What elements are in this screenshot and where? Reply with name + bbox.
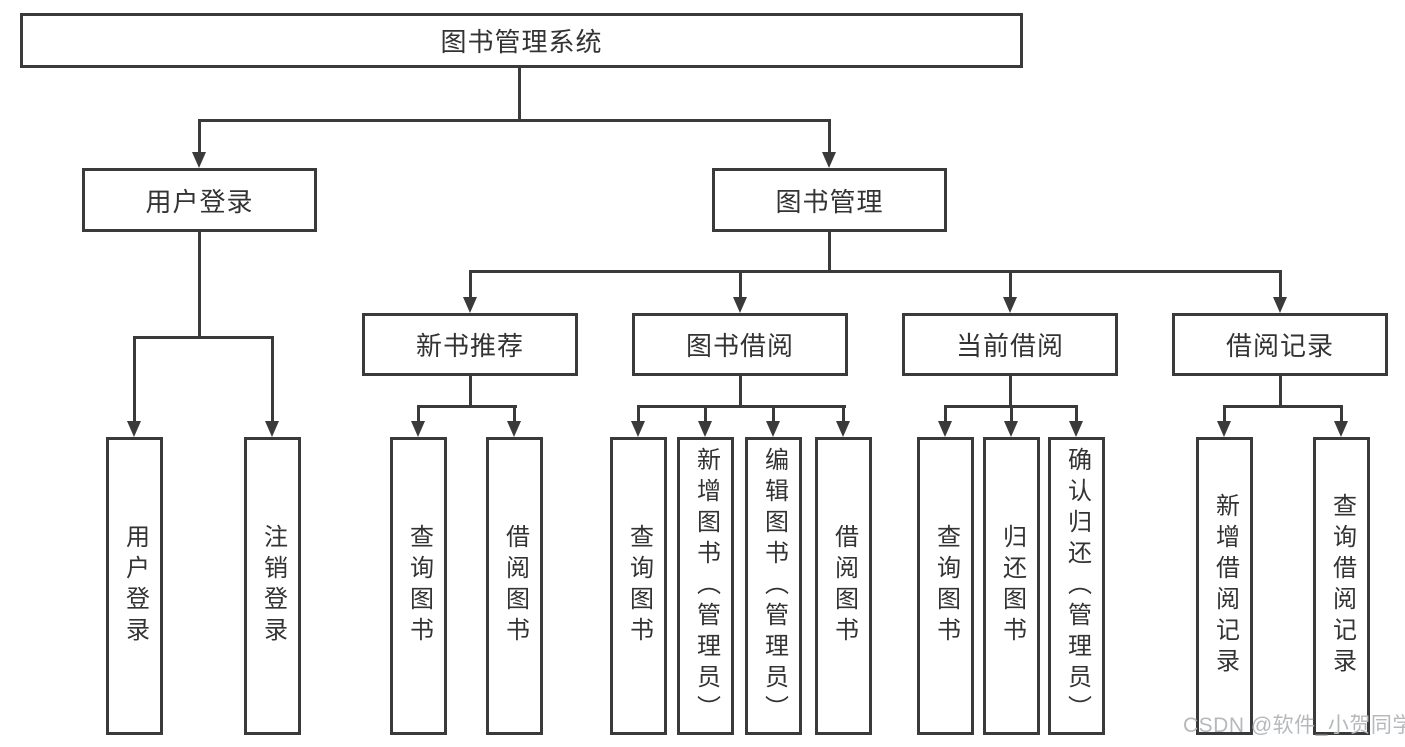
connector-stub (828, 119, 831, 152)
connector-arrowhead (698, 421, 712, 437)
leaf-borrow-books-borrowing: 借阅图书 (815, 437, 872, 735)
connector-arrowhead (1069, 421, 1083, 437)
connector-stub (1010, 405, 1013, 421)
leaf-label: 查询图书 (625, 524, 653, 648)
leaf-user-login: 用户登录 (106, 437, 163, 735)
leaf-add-borrow-record: 新增借阅记录 (1196, 437, 1253, 735)
connector-bookmgmt-vertical (828, 232, 831, 270)
connector-arrowhead (192, 152, 206, 168)
connector-stub (739, 270, 742, 297)
connector-stub (637, 405, 640, 421)
csdn-watermark: CSDN @软件_小贺同学 (1183, 714, 1405, 737)
connector-stub (198, 119, 201, 152)
leaf-label: 注销登录 (259, 524, 287, 648)
leaf-query-borrow-record: 查询借阅记录 (1313, 437, 1370, 735)
leaf-label: 借阅图书 (830, 524, 858, 648)
connector-userlogin-horizontal (133, 336, 274, 339)
leaf-label: 新增借阅记录 (1211, 493, 1239, 679)
leaf-label: 用户登录 (121, 524, 149, 648)
connector-stub (704, 405, 707, 421)
connector-vertical (1009, 376, 1012, 405)
connector-arrowhead (1004, 421, 1018, 437)
connector-horizontal (417, 405, 517, 408)
leaf-label: 新增图书（管理员） (692, 446, 720, 726)
connector-arrowhead (411, 421, 425, 437)
connector-arrowhead (1334, 421, 1348, 437)
connector-stub (1075, 405, 1078, 421)
leaf-label: 查询图书 (932, 524, 960, 648)
connector-arrowhead (1003, 297, 1017, 313)
leaf-return-book: 归还图书 (983, 437, 1040, 735)
leaf-edit-book-admin: 编辑图书（管理员） (745, 437, 802, 735)
connector-stub (1009, 270, 1012, 297)
leaf-label: 查询借阅记录 (1328, 493, 1356, 679)
node-book-management: 图书管理 (712, 168, 947, 232)
connector-stub (417, 405, 420, 421)
connector-arrowhead (1217, 421, 1231, 437)
leaf-query-books-recommend: 查询图书 (390, 437, 447, 735)
connector-vertical (739, 376, 742, 405)
node-borrowing-records: 借阅记录 (1172, 313, 1388, 376)
connector-level1-horizontal (198, 119, 831, 122)
node-current-borrowing: 当前借阅 (902, 313, 1118, 376)
node-book-borrowing: 图书借阅 (632, 313, 848, 376)
connector-arrowhead (766, 421, 780, 437)
connector-stub (513, 405, 516, 421)
connector-stub (944, 405, 947, 421)
leaf-label: 确认归还（管理员） (1063, 446, 1091, 726)
leaf-label: 编辑图书（管理员） (760, 446, 788, 726)
connector-root-vertical (518, 67, 521, 119)
node-new-book-recommendation: 新书推荐 (362, 313, 578, 376)
connector-stub (271, 336, 274, 421)
connector-stub (772, 405, 775, 421)
connector-stub (842, 405, 845, 421)
leaf-add-book-admin: 新增图书（管理员） (677, 437, 734, 735)
leaf-logout: 注销登录 (244, 437, 301, 735)
leaf-borrow-books-recommend: 借阅图书 (486, 437, 543, 735)
leaf-label: 归还图书 (998, 524, 1026, 648)
connector-arrowhead (127, 421, 141, 437)
connector-stub (1223, 405, 1226, 421)
connector-arrowhead (836, 421, 850, 437)
leaf-query-books-current: 查询图书 (917, 437, 974, 735)
connector-horizontal (1223, 405, 1343, 408)
connector-stub (133, 336, 136, 421)
connector-userlogin-vertical (198, 232, 201, 336)
connector-arrowhead (822, 152, 836, 168)
connector-bookmgmt-horizontal (469, 270, 1281, 273)
leaf-label: 查询图书 (405, 524, 433, 648)
connector-arrowhead (507, 421, 521, 437)
connector-arrowhead (463, 297, 477, 313)
node-user-login: 用户登录 (82, 168, 317, 232)
connector-vertical (1279, 376, 1282, 405)
connector-arrowhead (733, 297, 747, 313)
connector-stub (469, 270, 472, 297)
leaf-query-books-borrowing: 查询图书 (610, 437, 667, 735)
connector-vertical (469, 376, 472, 405)
connector-stub (1340, 405, 1343, 421)
connector-horizontal (637, 405, 846, 408)
leaf-label: 借阅图书 (501, 524, 529, 648)
node-library-management-system: 图书管理系统 (20, 13, 1023, 68)
connector-stub (1279, 270, 1282, 297)
leaf-confirm-return-admin: 确认归还（管理员） (1048, 437, 1105, 735)
connector-arrowhead (265, 421, 279, 437)
connector-arrowhead (1273, 297, 1287, 313)
connector-arrowhead (631, 421, 645, 437)
connector-arrowhead (938, 421, 952, 437)
